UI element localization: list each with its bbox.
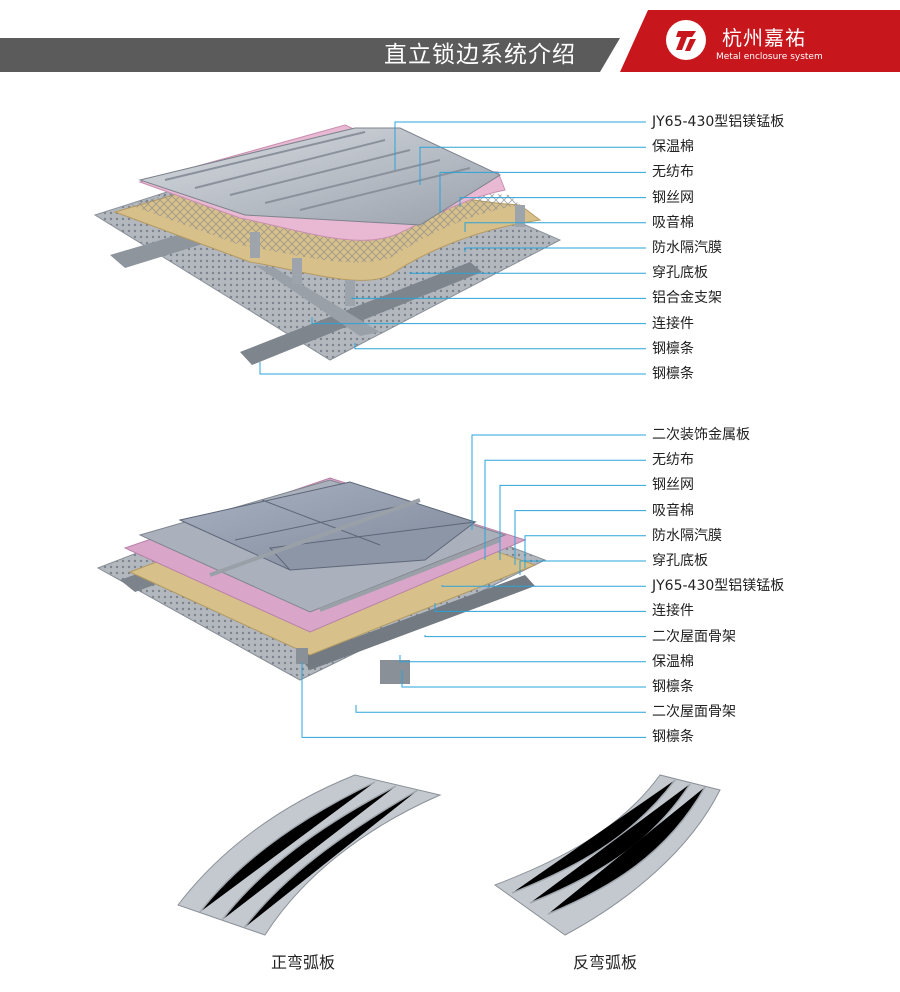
steel-purlin-front (240, 262, 482, 365)
callout-label-diagram1-8: 连接件 (652, 315, 694, 332)
callout-label-diagram2-11: 二次屋面骨架 (652, 704, 736, 721)
decorative-panel-right (268, 521, 477, 571)
callout-label-diagram1-6: 穿孔底板 (652, 265, 708, 282)
callout-label-diagram2-0: 二次装饰金属板 (652, 427, 750, 443)
bracket-4 (515, 205, 525, 227)
callout-label-diagram2-5: 穿孔底板 (652, 553, 708, 569)
callout-label-diagram2-3: 吸音棉 (652, 502, 694, 519)
grey-band (0, 38, 620, 72)
callout-label-diagram2-7: 连接件 (652, 603, 694, 620)
brand-tagline: Metal enclosure system (716, 52, 823, 62)
positive-arc-panel (177, 774, 442, 936)
negative-arc-panel (493, 774, 721, 936)
bracket-2 (292, 258, 302, 284)
callout-label-diagram2-8: 二次屋面骨架 (652, 628, 736, 645)
callout-label-diagram2-9: 保温棉 (652, 653, 694, 670)
header-banner: 直立锁边系统介绍 杭州嘉祐 Metal enclosure system (0, 0, 900, 80)
callout-label-diagram2-6: JY65-430型铝镁锰板 (652, 578, 785, 595)
callout-label-diagram2-1: 无纺布 (652, 452, 694, 469)
page-title: 直立锁边系统介绍 (384, 42, 576, 68)
callout-label-diagram2-12: 钢檩条 (652, 729, 694, 746)
caption-positive-arc: 正弯弧板 (271, 953, 336, 972)
callout-label-diagram1-4: 吸音棉 (652, 214, 694, 231)
caption-negative-arc: 反弯弧板 (573, 953, 638, 972)
bracket-3 (345, 280, 355, 306)
callout-label-diagram2-2: 钢丝网 (652, 477, 694, 494)
purlin-end (380, 660, 410, 684)
callout-label-diagram1-10: 钢檩条 (652, 366, 694, 382)
callout-label-diagram2-10: 钢檩条 (652, 679, 694, 695)
brand-name: 杭州嘉祐 (722, 26, 806, 50)
connector (296, 648, 308, 664)
callout-label-diagram1-5: 防水隔汽膜 (652, 240, 722, 256)
panel-joint-2 (234, 502, 416, 541)
bracket-1 (250, 232, 260, 258)
callout-label-diagram1-7: 铝合金支架 (652, 290, 722, 307)
callout-label-diagram1-0: JY65-430型铝镁锰板 (652, 114, 785, 130)
callout-label-diagram1-3: 钢丝网 (652, 189, 694, 206)
callout-label-diagram2-4: 防水隔汽膜 (652, 527, 722, 544)
callout-label-diagram1-2: 无纺布 (652, 164, 694, 181)
secondary-frame (209, 498, 501, 612)
purlin-front (300, 575, 535, 670)
callout-label-diagram1-1: 保温棉 (652, 139, 694, 156)
company-logo-icon (666, 20, 706, 60)
callout-label-diagram1-9: 钢檩条 (652, 340, 694, 357)
